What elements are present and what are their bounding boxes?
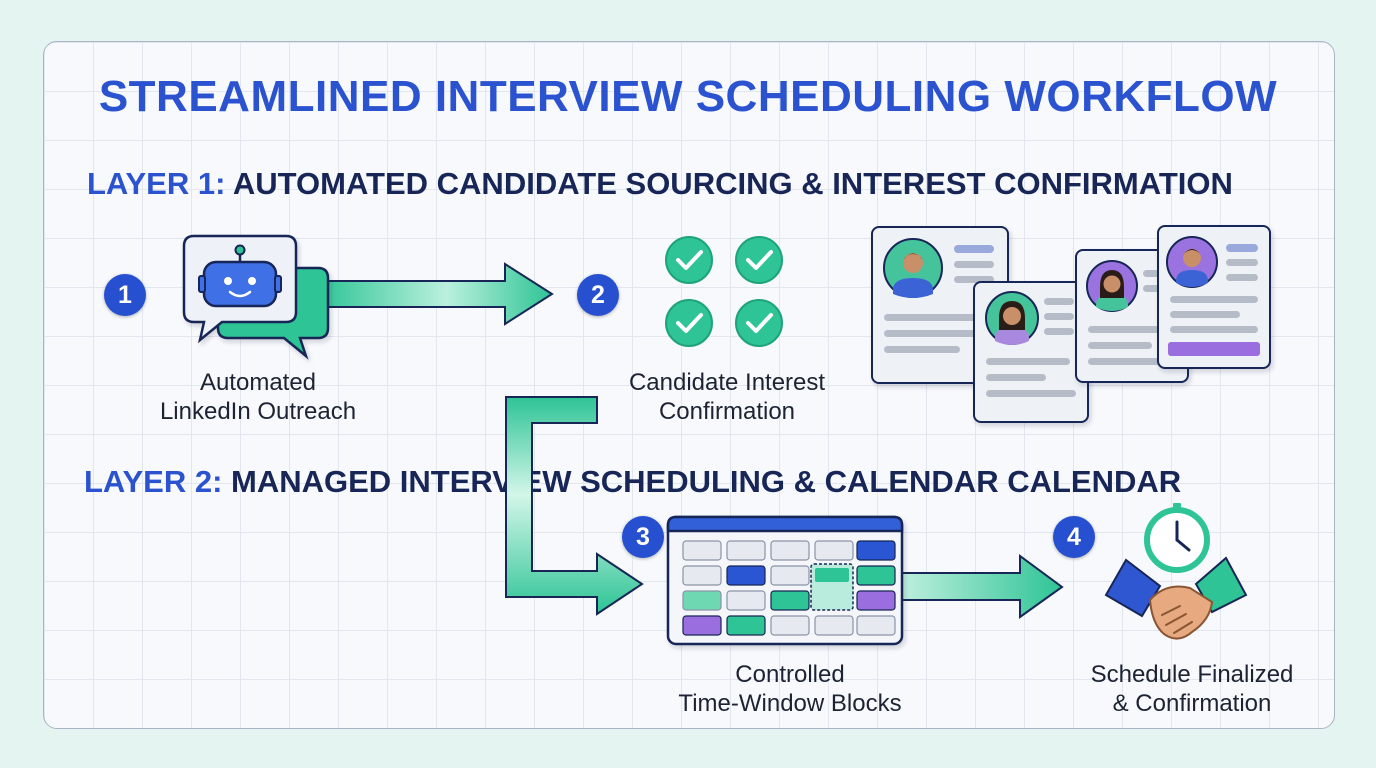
step-3-label-line-1: Controlled [735,661,845,688]
step-4-label-line-2: & Confirmation [1112,690,1272,717]
arrow-outreach-to-confirmation [317,262,554,326]
step-3-label-line-2: Time-Window Blocks [678,690,902,717]
page-title: STREAMLINED INTERVIEW SCHEDULING WORKFLO… [98,72,1278,121]
diagram-card [43,41,1335,729]
clock-handshake-icon [1104,503,1248,640]
layer-2-text: MANAGED INTERVIEW SCHEDULING & CALENDAR … [231,464,1182,499]
layer-1-heading: LAYER 1: AUTOMATED CANDIDATE SOURCING & … [87,166,1233,202]
step-3-label: Controlled Time-Window Blocks [650,660,930,718]
step-3-badge: 3 [622,516,664,558]
step-2-label-line-2: Confirmation [658,398,796,425]
step-2-label-line-1: Candidate Interest [628,369,826,396]
step-4-label-line-1: Schedule Finalized [1090,661,1294,688]
robot-chat-icon [182,234,330,360]
step-1-badge: 1 [104,274,146,316]
candidate-profile-cards-icon [871,225,1271,423]
step-1-label-line-1: Automated [199,369,317,396]
calendar-grid-icon [666,515,904,646]
layer-2-lead: LAYER 2: [84,464,223,499]
layer-1-text: AUTOMATED CANDIDATE SOURCING & INTEREST … [232,166,1233,201]
layer-1-lead: LAYER 1: [87,166,226,201]
arrow-layer1-to-layer2 [505,396,644,616]
checkmarks-icon [665,236,783,347]
step-1-label-line-2: LinkedIn Outreach [159,398,357,425]
step-1-label: Automated LinkedIn Outreach [128,368,388,426]
step-4-label: Schedule Finalized & Confirmation [1047,660,1337,718]
step-4-badge: 4 [1053,516,1095,558]
step-2-label: Candidate Interest Confirmation [597,368,857,426]
layer-2-heading: LAYER 2: MANAGED INTERVIEW SCHEDULING & … [84,464,1181,500]
step-2-badge: 2 [577,274,619,316]
arrow-calendar-to-finalized [894,554,1064,619]
